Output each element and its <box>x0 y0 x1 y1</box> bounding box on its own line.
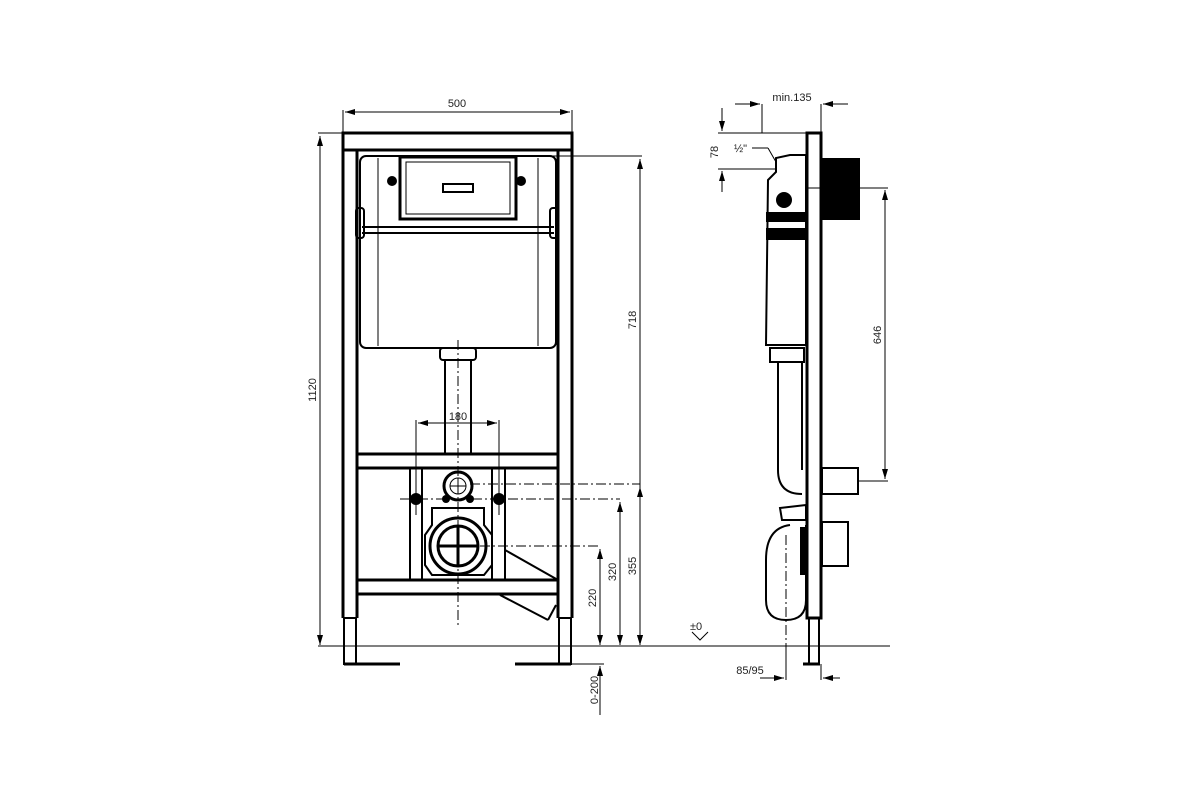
dimension-inlet-offset: 78 <box>709 108 807 192</box>
dimension-label-width: 500 <box>448 98 466 110</box>
frame-legs <box>343 617 572 666</box>
drain-outlet <box>424 507 493 576</box>
dimension-min-depth: min.135 <box>735 92 848 133</box>
front-view: 500 1120 718 180 355 320 <box>307 98 643 715</box>
dimension-label-180: 180 <box>449 411 467 423</box>
dimension-label-85-95: 85/95 <box>736 665 764 677</box>
flush-pipe <box>439 340 477 625</box>
inlet-thread-callout: ½" <box>734 143 777 163</box>
dimension-label-355: 355 <box>627 557 639 575</box>
dimension-label-height: 1120 <box>307 378 319 402</box>
frame-top-rail <box>341 131 574 152</box>
dimension-label-78: 78 <box>709 146 721 158</box>
dimension-width: 500 <box>342 98 573 133</box>
drain-bend <box>765 503 849 680</box>
inlet-thread-label: ½" <box>734 143 747 155</box>
floor-level-label: ±0 <box>690 621 702 633</box>
flush-button-slot <box>442 183 474 193</box>
dimension-fixing-height: 320 <box>607 502 623 645</box>
dimension-total-height: 1120 <box>307 132 343 645</box>
dimension-label-min-135: min.135 <box>772 92 811 104</box>
dimension-outlet-spacing: 180 <box>415 411 500 515</box>
flush-plate-opening <box>398 155 518 221</box>
water-inlet <box>442 470 474 502</box>
flush-plate-box <box>822 158 860 220</box>
dimension-drain-height: 220 <box>587 549 603 645</box>
dimension-label-646: 646 <box>872 326 884 344</box>
dimension-flush-height: 646 <box>806 187 888 482</box>
dimension-drain-offset: 85/95 <box>736 646 840 681</box>
dimension-label-0-200: 0-200 <box>589 676 601 704</box>
dimension-inlet-height: 355 <box>627 487 643 645</box>
side-view: min.135 78 ½" 646 ±0 <box>690 92 888 681</box>
flush-pipe-side <box>777 362 859 495</box>
dimension-label-220: 220 <box>587 589 599 607</box>
dimension-label-718: 718 <box>627 311 639 329</box>
dimension-label-320: 320 <box>607 563 619 581</box>
cistern <box>355 155 559 349</box>
floor-level-marker: ±0 <box>690 621 709 641</box>
cistern-side <box>764 154 807 363</box>
dimension-leg-adjust: 0-200 <box>572 663 604 715</box>
side-frame-upright <box>805 131 823 620</box>
